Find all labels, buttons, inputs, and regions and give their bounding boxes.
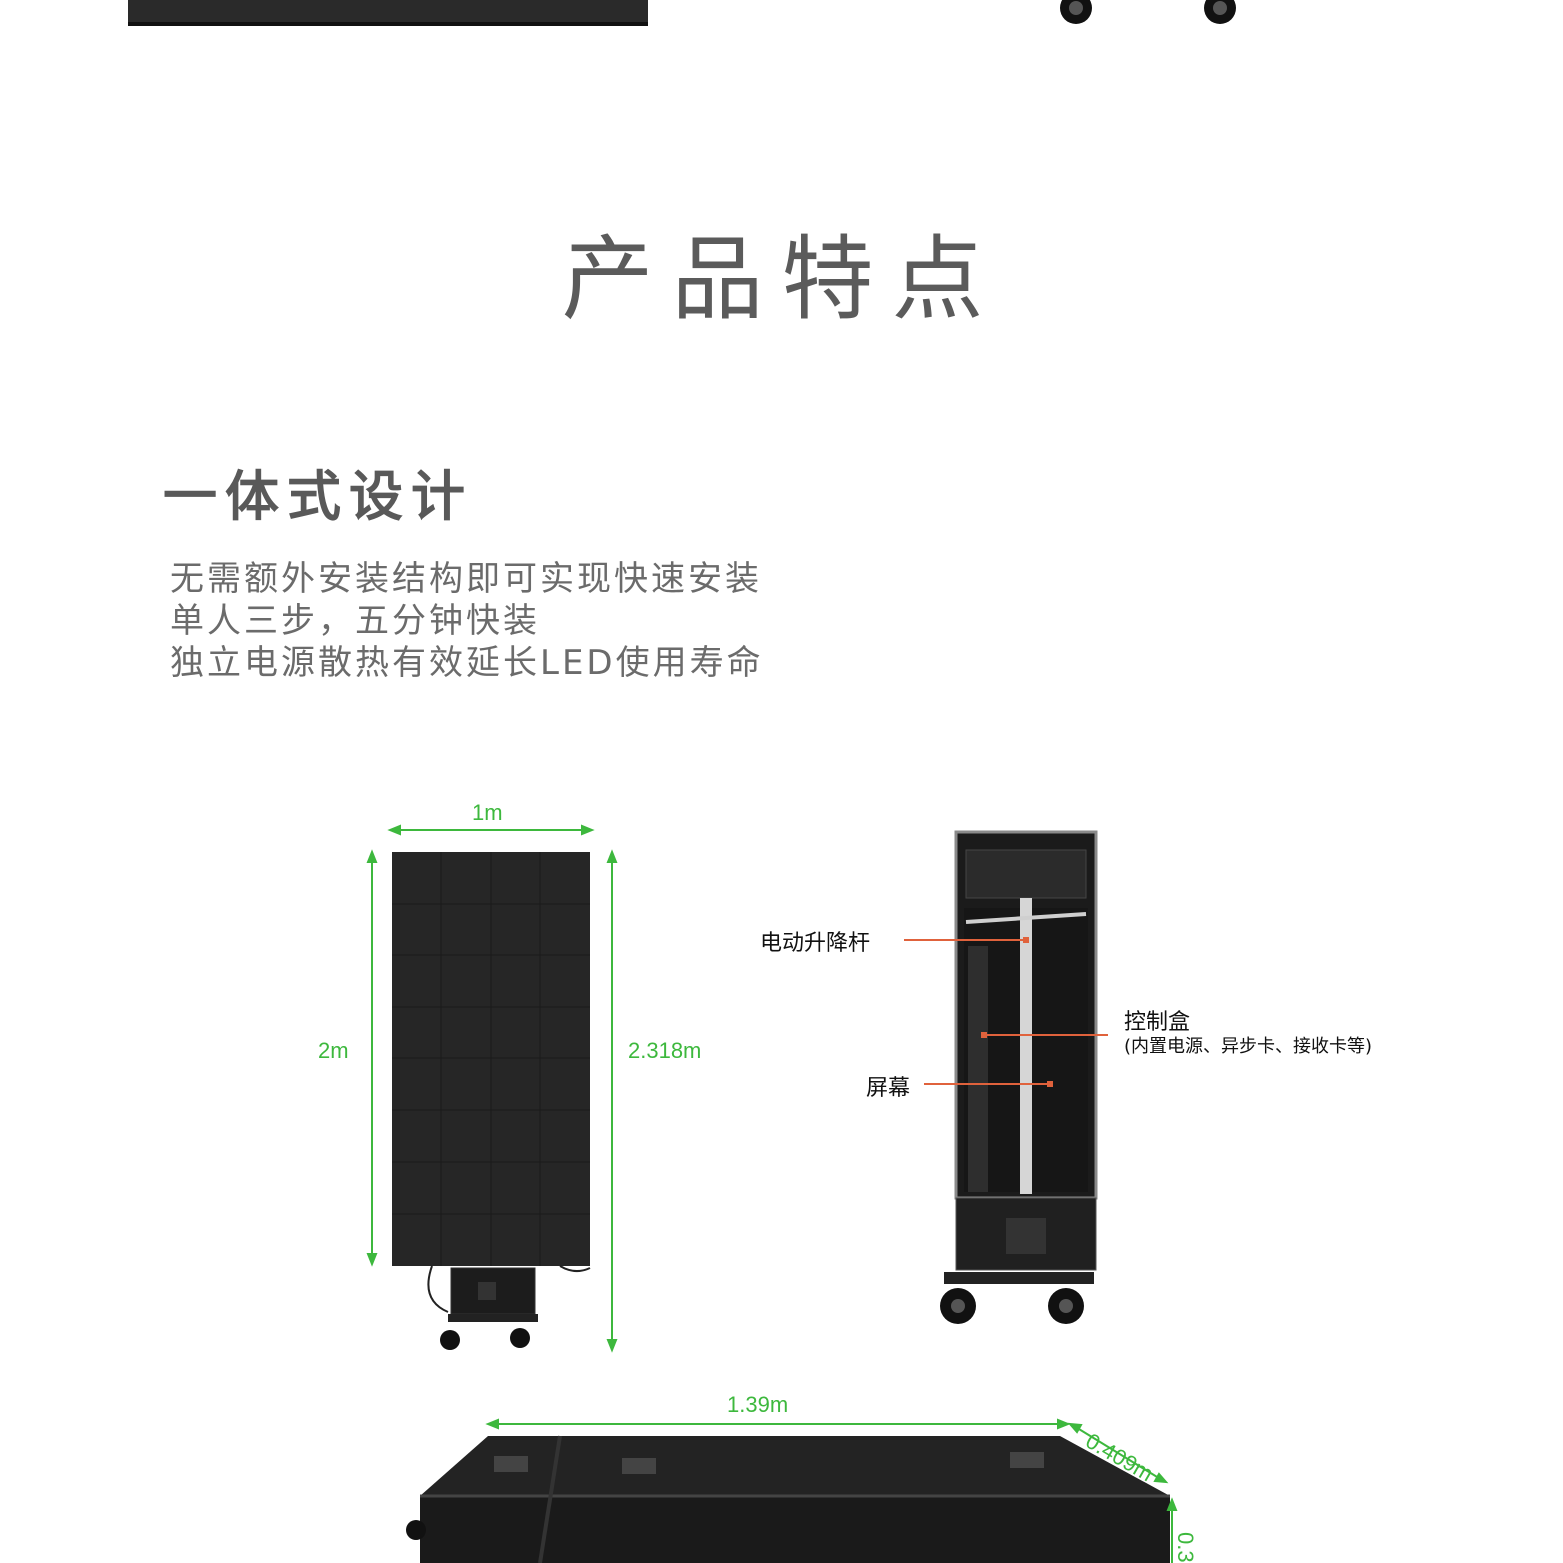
dim-line-width: [387, 824, 595, 836]
dim-line-case-length: [485, 1418, 1071, 1430]
description-line: 独立电源散热有效延长LED使用寿命: [170, 643, 764, 683]
callout-lift-pole: 电动升降杆: [760, 931, 871, 956]
dim-label-case-length: 1.39m: [727, 1392, 789, 1417]
dim-label-total-height: 2.318m: [628, 1038, 702, 1063]
top-wheel-right: [1204, 0, 1236, 24]
callout-control-box-line: [981, 1032, 1108, 1038]
section-title: 产品特点: [561, 226, 1002, 333]
led-screen-front-image: [392, 852, 591, 1350]
dim-line-case-depth: [1067, 1422, 1169, 1484]
top-wheel-left: [1060, 0, 1092, 24]
feature-heading: 一体式设计: [163, 465, 473, 528]
dim-line-total-height: [606, 849, 618, 1353]
callout-lift-pole-line: [904, 937, 1029, 943]
callout-screen: 屏幕: [866, 1076, 911, 1101]
dim-line-screen-height: [366, 849, 378, 1267]
callout-control-box-detail: (内置电源、异步卡、接收卡等): [1124, 1036, 1373, 1057]
description-line: 无需额外安装结构即可实现快速安装: [170, 559, 762, 599]
feature-description: 无需额外安装结构即可实现快速安装 单人三步，五分钟快装 独立电源散热有效延长LE…: [170, 558, 764, 684]
callout-control-box: 控制盒: [1124, 1010, 1191, 1035]
flight-case-closed-image: [406, 1435, 1170, 1563]
flight-case-open-image: [940, 830, 1098, 1324]
dim-line-case-height: [1166, 1497, 1178, 1563]
dim-label-screen-width: 1m: [472, 800, 503, 825]
top-screen-edge: [128, 0, 648, 24]
dim-label-case-height: 0.3: [1173, 1532, 1198, 1563]
dim-label-screen-height: 2m: [318, 1038, 349, 1063]
callout-screen-line: [924, 1081, 1053, 1087]
description-line: 单人三步，五分钟快装: [170, 601, 540, 641]
